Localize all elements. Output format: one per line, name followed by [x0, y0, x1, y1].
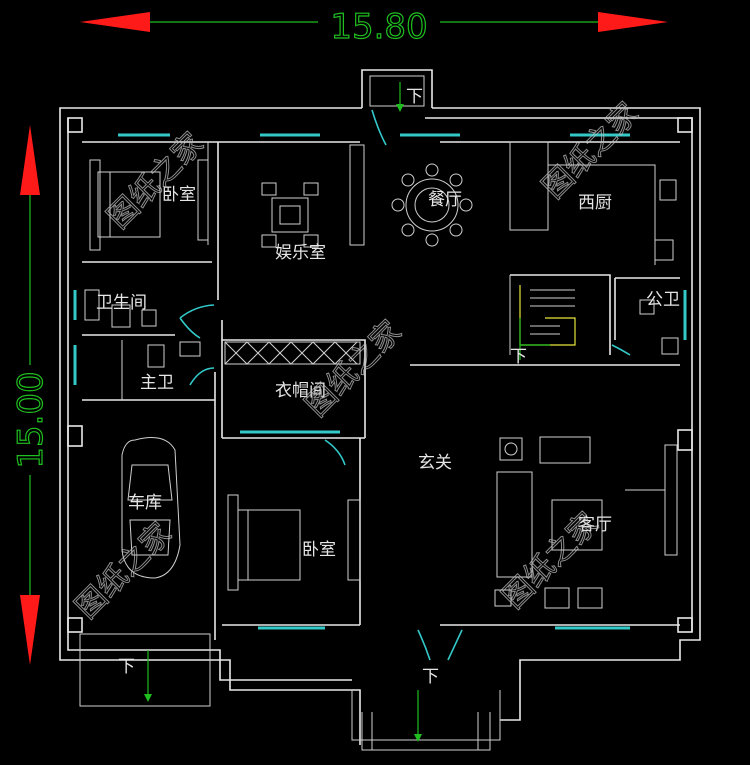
outer-walls	[59, 69, 701, 751]
label-western-kitchen: 西厨	[578, 193, 612, 213]
label-foyer: 玄关	[418, 453, 452, 473]
bed-bottom-icon	[237, 509, 301, 581]
bottom-arrow-icon	[20, 595, 40, 665]
tv-cabinet-icon	[664, 444, 678, 556]
watermark-4: 图纸之家	[69, 516, 179, 626]
watermarks: 图纸之家 图纸之家 图纸之家 图纸之家 图纸之家	[68, 96, 646, 627]
dining-table-icon	[405, 178, 459, 232]
label-living: 客厅	[578, 515, 612, 535]
label-entertainment: 娱乐室	[275, 243, 326, 263]
label-bedroom-top: 卧室	[162, 185, 196, 205]
label-bedroom-bottom: 卧室	[302, 540, 336, 560]
label-dining: 餐厅	[428, 190, 462, 210]
down-label-garage: 下	[118, 657, 135, 677]
label-cloakroom: 衣帽间	[275, 381, 326, 401]
down-label-stair: 下	[510, 347, 527, 367]
furniture	[84, 141, 679, 609]
down-label-north: 下	[406, 87, 423, 107]
interior-walls	[82, 141, 680, 640]
game-table-icon	[271, 197, 309, 233]
doors	[179, 109, 631, 661]
watermark-5: 图纸之家	[496, 506, 606, 616]
width-label: 15.80	[330, 7, 427, 47]
watermark-2: 图纸之家	[536, 96, 646, 206]
height-dimension: 15.00	[10, 125, 52, 665]
watermark-3: 图纸之家	[299, 314, 409, 424]
label-garage: 车库	[128, 493, 162, 513]
top-arrow-icon	[20, 125, 40, 195]
coffee-table-icon	[551, 499, 603, 551]
height-label: 15.00	[11, 371, 51, 468]
kitchen-island-icon	[509, 141, 549, 231]
car-icon	[121, 437, 181, 579]
sofa-icon	[496, 471, 533, 578]
bed-top-icon	[97, 171, 161, 238]
label-master-bath: 主卫	[140, 373, 174, 393]
windows	[73, 133, 687, 630]
label-public-wc: 公卫	[646, 290, 680, 310]
label-bathroom: 卫生间	[96, 293, 147, 313]
stair-markers: 下 下 下 下	[118, 82, 527, 742]
staircase	[519, 285, 576, 360]
right-arrow-icon	[598, 12, 668, 32]
width-dimension: 15.80	[80, 6, 668, 48]
left-arrow-icon	[80, 12, 150, 32]
room-labels: 卧室 娱乐室 餐厅 西厨 卫生间 公卫 主卫 衣帽间 车库 玄关 卧室 客厅	[96, 185, 680, 560]
down-label-south: 下	[422, 667, 439, 687]
